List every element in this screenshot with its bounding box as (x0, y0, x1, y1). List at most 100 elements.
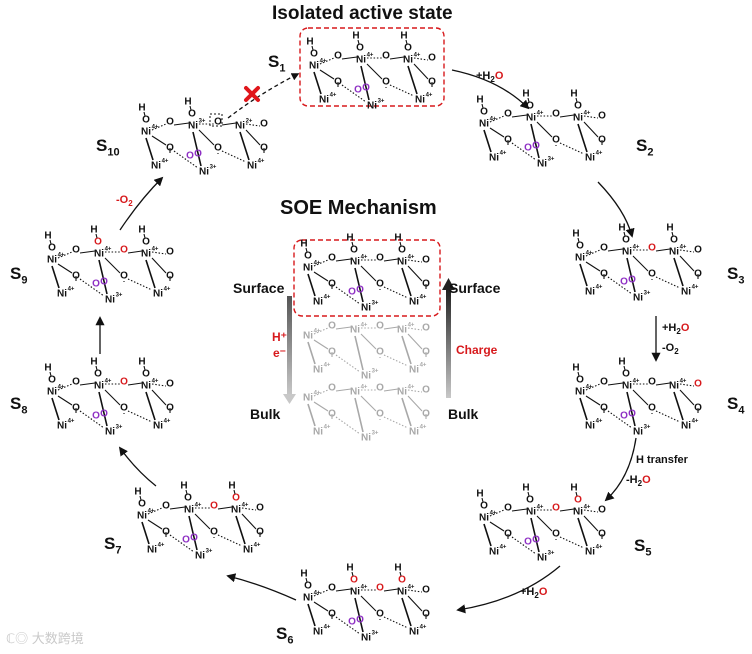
oxygen-atom: O (670, 235, 678, 246)
ni-atom: Ni (141, 381, 151, 392)
bond (354, 267, 364, 303)
oxygen-atom: O (328, 347, 336, 358)
bond (235, 515, 246, 545)
bond (407, 395, 423, 412)
ni-atom: Ni (573, 507, 583, 518)
bond (351, 571, 354, 577)
vacancy-oxygen: O (92, 411, 100, 422)
oxidation-state: 4+ (58, 385, 65, 391)
bond (198, 129, 215, 146)
oxidation-state: 4+ (361, 323, 368, 329)
bond (511, 114, 528, 118)
ni-atom: Ni (151, 161, 161, 172)
oxygen-atom: O (694, 379, 702, 390)
bond (489, 521, 505, 532)
vacancy-oxygen: O (186, 151, 194, 162)
oxygen-atom: O (376, 609, 384, 620)
hydrogen-atom: H (180, 481, 187, 492)
surface-label-right: Surface (449, 280, 501, 296)
oxygen-atom: O (422, 323, 430, 334)
bond (577, 371, 580, 377)
oxidation-state: 4+ (162, 159, 169, 165)
bond (57, 383, 73, 391)
bond (127, 250, 143, 254)
hydrogen-atom: H (400, 31, 407, 42)
vacancy-oxygen: O (100, 277, 108, 288)
oxygen-atom: O (142, 115, 150, 126)
oxygen-atom: O (138, 499, 146, 510)
oxygen-atom: O (334, 51, 342, 62)
bond (127, 382, 143, 386)
vacancy-oxygen: O (524, 537, 532, 548)
oxygen-atom: O (334, 77, 342, 88)
proton-electron-arrow (287, 296, 292, 396)
vacancy-oxygen: O (182, 535, 190, 546)
bond (383, 326, 399, 330)
bond (413, 63, 429, 80)
ni-atom: Ni (409, 627, 419, 638)
oxidation-state: 4+ (361, 255, 368, 261)
bond (407, 595, 423, 612)
state-label-s3: S3 (727, 264, 745, 287)
hydrogen-atom: H (184, 97, 191, 108)
oxidation-state: 4+ (330, 93, 337, 99)
oxygen-atom: O (574, 101, 582, 112)
ni-atom: Ni (350, 325, 360, 336)
bond (407, 259, 423, 263)
bond (399, 241, 402, 247)
oxygen-atom: O (120, 271, 128, 282)
oxidation-state: 4+ (148, 509, 155, 515)
bond (241, 513, 257, 530)
bond (51, 397, 60, 421)
oxidation-state: 3+ (644, 291, 651, 297)
oxidation-state: 4+ (314, 329, 321, 335)
oxygen-atom: O (574, 495, 582, 506)
bond (577, 517, 588, 547)
oxidation-state: 3+ (378, 99, 385, 105)
proton-label: H⁺ (272, 330, 287, 344)
ni-atom: Ni (141, 127, 151, 138)
oxygen-atom: O (120, 403, 128, 414)
bond (245, 123, 261, 127)
oxidation-state: 4+ (408, 255, 415, 261)
bond (583, 515, 599, 532)
oxidation-state: 3+ (372, 301, 379, 307)
oxidation-state: 4+ (500, 545, 507, 551)
bond (141, 521, 150, 545)
bond (217, 506, 233, 510)
oxygen-atom: O (552, 503, 560, 514)
bond (79, 382, 96, 386)
state-label-s4: S4 (727, 394, 745, 417)
hydrogen-atom: H (618, 223, 625, 234)
oxygen-atom: O (232, 493, 240, 504)
bond (335, 388, 352, 392)
ni-atom: Ni (350, 587, 360, 598)
bond (245, 129, 261, 146)
bond (383, 616, 409, 629)
oxidation-state: 3+ (372, 369, 379, 375)
oxidation-state: 4+ (692, 419, 699, 425)
oxidation-state: 4+ (596, 545, 603, 551)
bond (607, 410, 633, 429)
bond (313, 71, 322, 95)
oxidation-state: 4+ (152, 379, 159, 385)
oxygen-atom: O (576, 375, 584, 386)
oxidation-state: 4+ (490, 511, 497, 517)
oxygen-atom: O (600, 269, 608, 280)
bond (145, 137, 154, 161)
bond (169, 506, 186, 510)
surface-label-left: Surface (233, 280, 285, 296)
hydrogen-atom: H (44, 363, 51, 374)
bond (679, 249, 695, 253)
oxygen-atom: O (622, 369, 630, 380)
ni-atom: Ni (57, 289, 67, 300)
oxygen-atom: O (552, 109, 560, 120)
bond (401, 267, 412, 297)
oxygen-atom: O (598, 111, 606, 122)
bond (407, 65, 418, 95)
oxidation-state: 3+ (199, 119, 206, 125)
oxygen-atom: O (526, 495, 534, 506)
oxygen-atom: O (382, 77, 390, 88)
